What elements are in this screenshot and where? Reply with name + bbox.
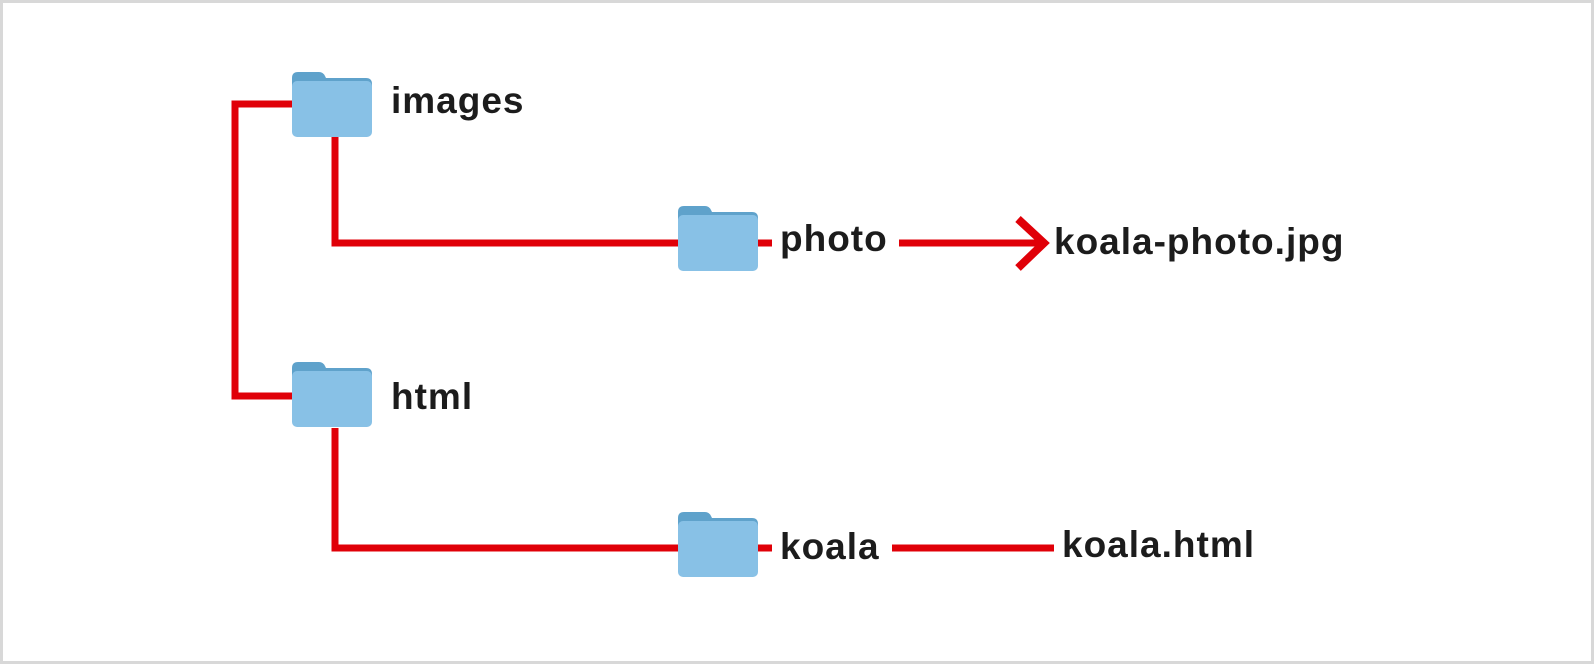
arrow-head (1015, 216, 1050, 271)
connector-lines (231, 100, 1054, 552)
folder-label-html: html (391, 376, 473, 417)
root-bracket-line (231, 100, 292, 400)
folder-label-photo: photo (780, 218, 888, 259)
folder-label-koala: koala (780, 526, 880, 567)
file-label-koala-photo: koala-photo.jpg (1054, 221, 1344, 262)
folder-label-images: images (391, 80, 525, 121)
images-to-photo-line (331, 137, 680, 247)
photo-folder-icon (678, 206, 758, 271)
images-folder-icon (292, 72, 372, 137)
file-label-koala-html: koala.html (1062, 524, 1255, 565)
html-folder-icon (292, 362, 372, 427)
koala-folder-icon (678, 512, 758, 577)
html-to-koala-line (331, 428, 680, 552)
